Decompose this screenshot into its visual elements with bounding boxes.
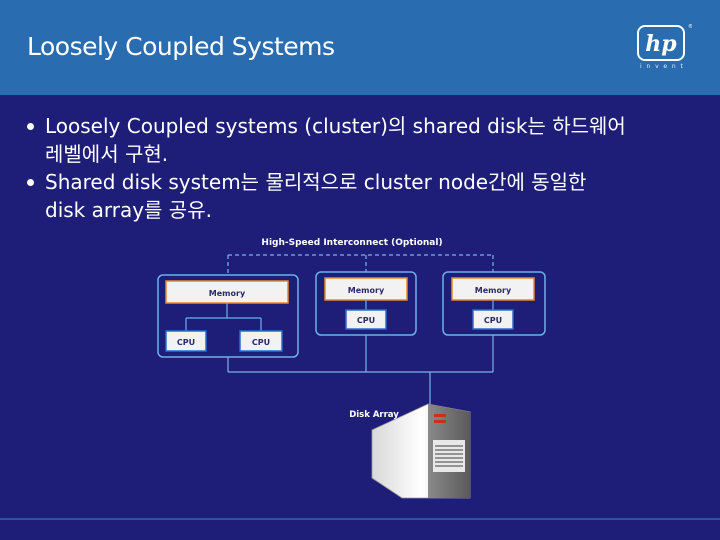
footer-divider <box>0 518 720 520</box>
bullet-text-line: Shared disk system는 물리적으로 cluster node간에… <box>45 170 587 194</box>
logo-text: hp <box>645 31 677 57</box>
cpu-label: CPU <box>484 316 502 325</box>
memory-label: Memory <box>348 286 385 295</box>
svg-text:®: ® <box>688 23 692 30</box>
memory-label: Memory <box>209 289 246 298</box>
interconnect-bus <box>227 254 494 275</box>
disk-array-label: Disk Array <box>349 410 399 420</box>
hp-logo-icon: hp ® <box>637 23 692 61</box>
bullet-item: Loosely Coupled systems (cluster)의 share… <box>27 112 707 168</box>
slide-title: Loosely Coupled Systems <box>27 32 335 61</box>
bullet-list: Loosely Coupled systems (cluster)의 share… <box>27 112 707 224</box>
cpu-label: CPU <box>177 338 195 347</box>
cluster-node-2: Memory CPU <box>315 271 417 336</box>
interconnect-label: High-Speed Interconnect (Optional) <box>261 238 442 248</box>
memory-label: Memory <box>475 286 512 295</box>
logo-tagline: invent <box>640 63 688 70</box>
bullet-text-line: 레벨에서 구현. <box>45 142 169 166</box>
bullet-text-line: Loosely Coupled systems (cluster)의 share… <box>45 114 626 138</box>
cluster-node-1: Memory CPU CPU <box>157 274 299 358</box>
bullet-text-line: disk array를 공유. <box>45 198 212 222</box>
bullet-item: Shared disk system는 물리적으로 cluster node간에… <box>27 168 707 224</box>
title-bar <box>0 0 720 95</box>
cpu-label: CPU <box>252 338 270 347</box>
bullet-dot-icon <box>27 179 34 186</box>
disk-array-icon <box>371 403 471 499</box>
cluster-node-3: Memory CPU <box>442 271 546 336</box>
bullet-dot-icon <box>27 123 34 130</box>
cpu-label: CPU <box>357 316 375 325</box>
